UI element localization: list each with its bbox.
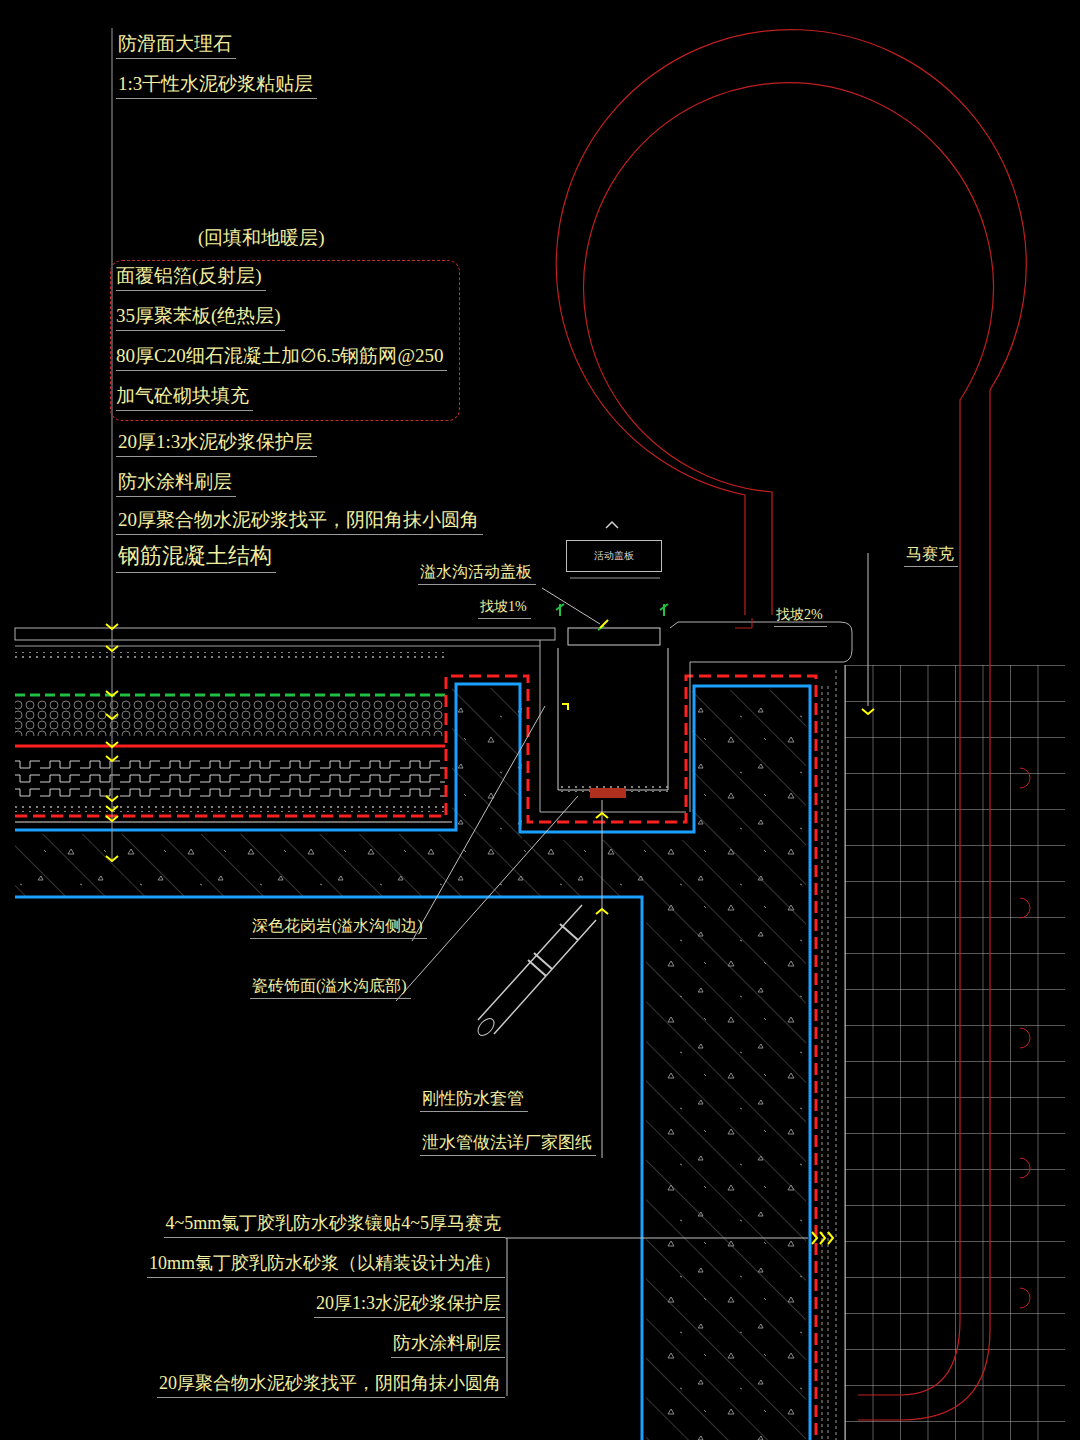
callout-label: 瓷砖饰面(溢水沟底部) [250,976,411,999]
rail-base [735,618,752,628]
callout-label: 防水涂料刷层 [391,1332,505,1358]
callout-label: 深色花岗岩(溢水沟侧边) [250,916,427,939]
protection-line [15,822,452,823]
mosaic-leader [862,553,874,714]
waterproof-membrane [15,676,816,1440]
callout-label: 1:3干性水泥砂浆粘贴层 [116,72,317,99]
insulation-board [15,700,445,736]
tile-leader [396,796,578,1001]
mortar-dots [15,652,445,660]
deck-coping [670,622,852,812]
callout-label: 溢水沟活动盖板 [418,562,536,585]
callout-label: 20厚1:3水泥砂浆保护层 [116,430,317,457]
pool-wall-outline [15,897,642,1440]
cover-text: 活动盖板 [594,549,634,563]
pipe-end [475,1016,497,1039]
callout-label: 找坡1% [478,598,531,619]
handrail-outer [556,30,1026,1420]
mortar-line [15,646,540,647]
leader-ticks [106,624,118,861]
callout-label: 钢筋混凝土结构 [116,542,276,573]
callout-label: 找坡2% [774,606,827,627]
group-heading: (回填和地暖层) [198,226,325,250]
mosaic-tiles [845,665,1065,1440]
block-fill [15,760,445,802]
cover-leader [542,588,600,624]
main-leader [112,28,113,862]
callout-label: 20厚聚合物水泥砂浆找平，阴阳角抹小圆角 [116,508,483,535]
gutter-granite-left [540,640,686,812]
callout-label: 刚性防水套管 [420,1088,528,1112]
wall-leader [505,1238,808,1396]
cover-mark [600,620,608,628]
wall-finish-layers [822,670,836,1440]
drain-pipe [478,905,596,1034]
cover-lift-arrow [606,522,618,528]
handrail-inner [584,83,994,1395]
layer-group-box: (回填和地暖层) 面覆铝箔(反射层) 35厚聚苯板(绝热层) 80厚C20细石混凝土加… [110,226,458,419]
gutter-cover [568,628,660,645]
granite-leader [412,706,545,941]
callout-label: 20厚聚合物水泥砂浆找平，阴阳角抹小圆角 [157,1372,505,1398]
cover-symbol-base [570,578,660,579]
pipe-flanges [528,924,578,976]
layer-label: 35厚聚苯板(绝热层) [116,304,285,331]
layer-label: 面覆铝箔(反射层) [116,264,266,291]
wall-ticks [812,1232,833,1244]
gutter-tile-lining [558,648,668,790]
structure-outline [15,684,810,1440]
mosaic-edge [845,665,846,1440]
callout-label: 防滑面大理石 [116,32,236,59]
callout-label: 4~5mm氯丁胶乳防水砂浆镶贴4~5厚马赛克 [164,1212,505,1238]
pipe-ticks [596,813,608,914]
drain-outlet [590,788,626,798]
cover-tabs [556,604,668,630]
callout-label: 泄水管做法详厂家图纸 [420,1132,596,1156]
layer-label: 80厚C20细石混凝土加∅6.5钢筋网@250 [116,344,447,371]
foil-layer [15,694,445,697]
screed-dots [15,804,445,812]
callout-label: 马赛克 [904,544,958,567]
callout-label: 20厚1:3水泥砂浆保护层 [314,1292,505,1318]
rail-anchors [1020,768,1030,1308]
callout-label: 防水涂料刷层 [116,470,236,497]
heating-pipe-line [15,745,445,748]
mosaic-tick [862,709,874,714]
layer-label: 加气砼砌块填充 [116,384,253,411]
marble-surface [15,628,555,640]
cover-symbol-box: 活动盖板 [566,540,662,572]
pipe-leader [602,800,603,1158]
granite-tick [562,704,568,710]
callout-label: 10mm氯丁胶乳防水砂浆（以精装设计为准） [147,1252,505,1278]
